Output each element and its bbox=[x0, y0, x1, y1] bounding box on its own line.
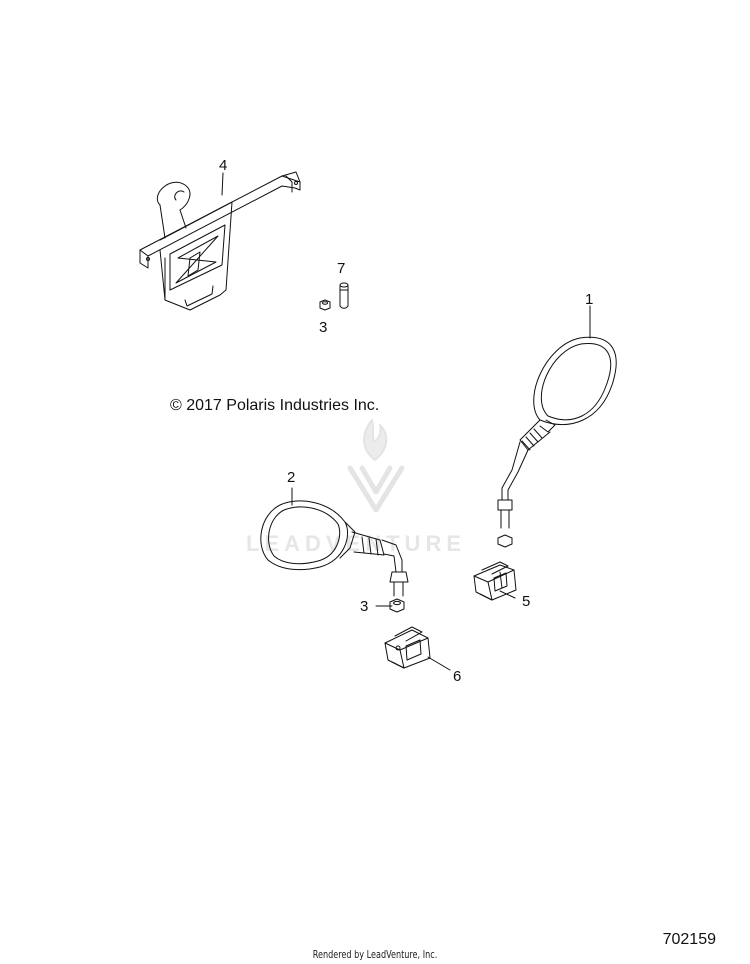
leadventure-flame-logo bbox=[347, 419, 405, 513]
leader-line-5 bbox=[499, 590, 516, 599]
diagram-number: 702159 bbox=[662, 931, 716, 948]
callout-1: 1 bbox=[585, 291, 594, 308]
leader-line-4 bbox=[221, 172, 224, 196]
clamp-block-icon bbox=[473, 561, 517, 601]
rendered-by-footer: Rendered by LeadVenture, Inc. bbox=[312, 948, 438, 961]
bolt-icon bbox=[339, 282, 349, 309]
leader-line-6 bbox=[427, 656, 451, 671]
nut-icon-lower bbox=[389, 598, 405, 613]
bracket-icon bbox=[139, 171, 301, 311]
callout-7: 7 bbox=[337, 260, 346, 277]
callout-2: 2 bbox=[287, 469, 296, 486]
mirror-right-icon bbox=[497, 336, 617, 548]
mirror-left-icon bbox=[260, 500, 409, 597]
callout-4: 4 bbox=[219, 157, 228, 174]
callout-3-upper: 3 bbox=[319, 319, 328, 336]
clamp-block-icon-lower bbox=[384, 626, 431, 669]
callout-6: 6 bbox=[453, 668, 462, 685]
copyright-notice: © 2017 Polaris Industries Inc. bbox=[170, 397, 380, 414]
callout-3-lower: 3 bbox=[360, 598, 369, 615]
leadventure-watermark: LEADVENTURE bbox=[246, 419, 461, 556]
nut-icon bbox=[319, 299, 331, 311]
callout-5: 5 bbox=[522, 593, 531, 610]
